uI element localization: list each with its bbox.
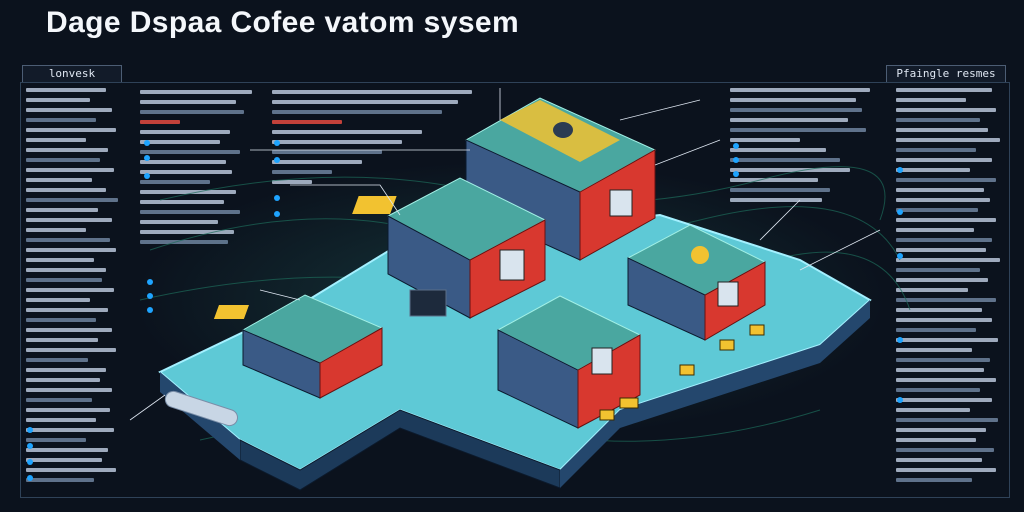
- diagram-frame: [20, 82, 1010, 498]
- building-front: [496, 295, 642, 429]
- left-center-annotation-column: [140, 90, 260, 290]
- center-annotation-column: [272, 90, 482, 220]
- building-middle-left: [352, 177, 547, 319]
- right-annotation-column: [896, 88, 1004, 490]
- annotation-markers: [27, 140, 903, 481]
- equipment-details: [599, 324, 765, 421]
- building-top: [464, 97, 657, 261]
- right-center-annotation-column: [730, 88, 880, 218]
- leader-lines: [129, 88, 881, 421]
- left-annotation-column: [26, 88, 126, 490]
- page-title: Dage Dspaa Cofee vatom sysem: [46, 6, 520, 39]
- building-left: [213, 294, 384, 399]
- building-right: [626, 224, 767, 341]
